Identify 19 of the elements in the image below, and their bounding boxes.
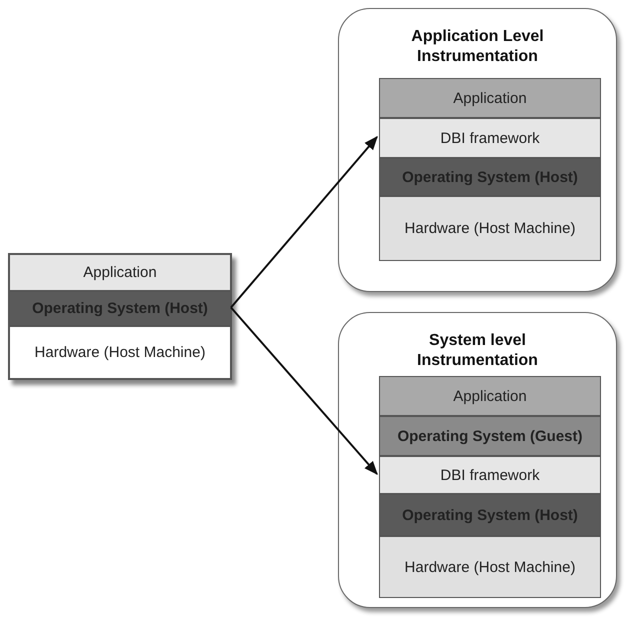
layer-band: Operating System (Host) — [379, 494, 601, 536]
layer-stack — [8, 253, 232, 380]
arrow — [230, 136, 378, 308]
layer-band: Application — [379, 78, 601, 118]
arrow — [230, 306, 378, 476]
layer-band: Application — [379, 376, 601, 416]
layer-band: Operating System (Host) — [9, 291, 231, 326]
panel-title: Application Level Instrumentation — [410, 27, 545, 67]
layer-band: Hardware (Host Machine) — [9, 326, 231, 379]
layer-band: Application — [9, 254, 231, 291]
layer-band: DBI framework — [379, 456, 601, 494]
layer-band: Operating System (Guest) — [379, 416, 601, 456]
panel-title: System level Instrumentation — [416, 331, 539, 371]
layer-band: Hardware (Host Machine) — [379, 536, 601, 598]
layer-band: Hardware (Host Machine) — [379, 196, 601, 261]
instrumentation-panel — [338, 312, 617, 608]
layer-band: DBI framework — [379, 118, 601, 158]
layer-band: Operating System (Host) — [379, 158, 601, 196]
instrumentation-panel — [338, 8, 617, 292]
